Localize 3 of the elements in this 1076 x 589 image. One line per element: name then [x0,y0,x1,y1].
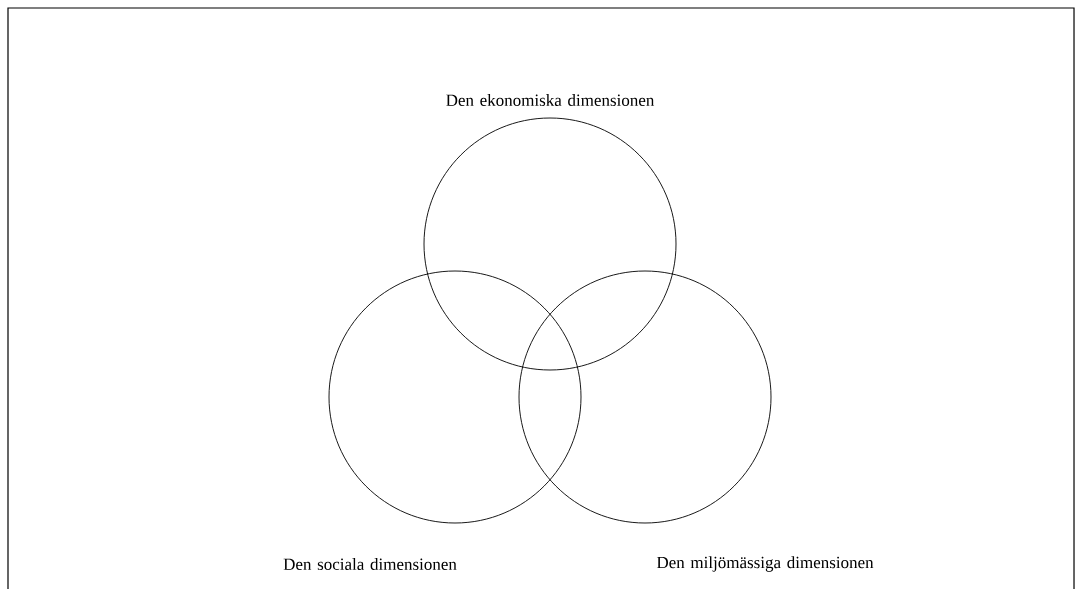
circle-label: Den miljömässiga dimensionen [656,556,874,572]
circle-label: Den ekonomiska dimensionen [446,94,655,106]
circle-label: Den sociala dimensionen [283,558,457,570]
